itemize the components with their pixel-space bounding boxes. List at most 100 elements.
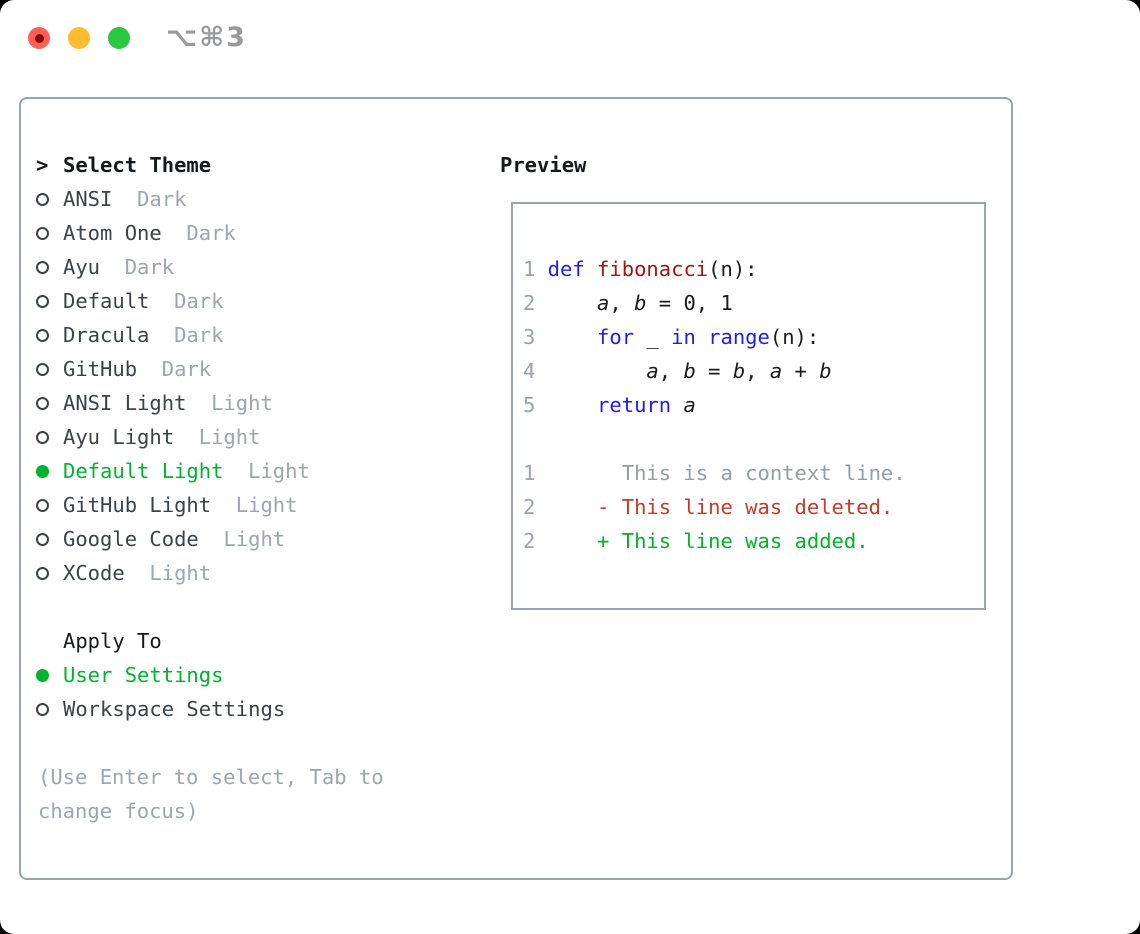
line-number: 1 <box>523 257 536 281</box>
theme-variant-tag: Dark <box>186 221 236 245</box>
zoom-button[interactable] <box>108 27 130 49</box>
theme-item-ayu[interactable]: Ayu Dark <box>36 250 310 284</box>
code-token: , <box>658 359 684 383</box>
option-label: Ayu <box>63 255 101 279</box>
option-label: GitHub Light <box>63 493 212 517</box>
code-line: 5 return a <box>523 388 976 422</box>
code-token <box>548 393 597 417</box>
theme-list-title: Select Theme <box>63 153 212 177</box>
theme-list-header: > Select Theme <box>36 148 310 182</box>
option-label: ANSI Light <box>63 391 187 415</box>
window-shortcut-label: ⌥⌘3 <box>166 22 247 53</box>
theme-variant-tag: Dark <box>161 357 212 381</box>
theme-variant-tag: Dark <box>124 255 175 279</box>
code-token: - This line was deleted. <box>547 495 894 519</box>
code-token: def <box>547 257 585 281</box>
option-label: Dracula <box>63 323 150 347</box>
radio-unselected-icon <box>36 702 49 716</box>
theme-variant-tag: Light <box>198 425 261 449</box>
code-token: in <box>671 325 696 349</box>
option-label: Default <box>63 289 150 313</box>
line-number: 3 <box>523 325 536 349</box>
theme-item-atom-one[interactable]: Atom One Dark <box>36 216 310 250</box>
radio-unselected-icon <box>36 226 49 240</box>
code-token: range <box>708 325 770 349</box>
option-label: ANSI <box>63 187 113 211</box>
radio-unselected-icon <box>36 498 49 512</box>
option-label: User Settings <box>63 663 224 687</box>
theme-item-github-light[interactable]: GitHub Light Light <box>36 488 310 522</box>
radio-unselected-icon <box>36 192 49 206</box>
line-number: 2 <box>523 291 536 315</box>
code-token: return <box>597 393 672 417</box>
radio-selected-icon <box>36 668 49 682</box>
line-number: 2 <box>523 495 536 519</box>
theme-item-google-code[interactable]: Google Code Light <box>36 522 310 556</box>
code-line: 2 - This line was deleted. <box>523 490 976 524</box>
code-token <box>671 393 683 417</box>
line-number: 2 <box>523 529 536 553</box>
theme-item-ansi-light[interactable]: ANSI Light Light <box>36 386 310 420</box>
theme-variant-tag: Light <box>211 391 273 415</box>
theme-item-default-light[interactable]: Default Light Light <box>36 454 310 488</box>
theme-variant-tag: Light <box>248 459 310 483</box>
code-token: = 0, 1 <box>646 291 733 315</box>
option-label: Default Light <box>63 459 224 483</box>
radio-selected-icon <box>36 464 49 478</box>
theme-item-ansi[interactable]: ANSI Dark <box>36 182 310 216</box>
code-line <box>523 422 976 456</box>
line-number: 5 <box>523 393 536 417</box>
theme-variant-tag: Light <box>235 493 298 517</box>
code-token: for <box>597 325 635 349</box>
radio-unselected-icon <box>36 328 49 342</box>
code-token: , <box>745 359 770 383</box>
theme-item-dracula[interactable]: Dracula Dark <box>36 318 310 352</box>
option-label: Atom One <box>63 221 162 245</box>
code-token: (n): <box>708 257 758 281</box>
code-token: This is a context line. <box>547 461 906 485</box>
apply-to-header: Apply To <box>36 624 285 658</box>
code-token: a <box>597 291 610 315</box>
minimize-button[interactable] <box>68 27 90 49</box>
traffic-lights <box>28 27 130 49</box>
code-token: = <box>695 359 733 383</box>
apply-option-workspace-settings[interactable]: Workspace Settings <box>36 692 285 726</box>
option-label: Google Code <box>63 527 199 551</box>
theme-variant-tag: Light <box>149 561 212 585</box>
radio-unselected-icon <box>36 430 49 444</box>
apply-option-user-settings[interactable]: User Settings <box>36 658 285 692</box>
code-line: 1 This is a context line. <box>523 456 976 490</box>
theme-item-xcode[interactable]: XCode Light <box>36 556 310 590</box>
close-button[interactable] <box>28 27 50 49</box>
code-token <box>585 257 597 281</box>
radio-unselected-icon <box>36 566 49 580</box>
theme-variant-tag: Light <box>223 527 286 551</box>
theme-item-github[interactable]: GitHub Dark <box>36 352 310 386</box>
code-token: + This line was added. <box>547 529 869 553</box>
help-text: (Use Enter to select, Tab to change focu… <box>38 765 384 823</box>
theme-variant-tag: Dark <box>174 323 224 347</box>
code-line: 4 a, b = b, a + b <box>523 354 976 388</box>
code-token: a <box>683 393 696 417</box>
option-label: XCode <box>63 561 125 585</box>
option-label: Workspace Settings <box>63 697 286 721</box>
code-token: (n): <box>769 325 820 349</box>
code-token: b <box>683 359 696 383</box>
theme-variant-tag: Dark <box>137 187 187 211</box>
code-token <box>548 325 597 349</box>
code-line: 2 + This line was added. <box>523 524 976 558</box>
code-token <box>548 359 647 383</box>
code-token: a <box>769 359 783 383</box>
code-line: 2 a, b = 0, 1 <box>523 286 976 320</box>
code-token: _ <box>634 325 672 349</box>
code-token: b <box>732 359 746 383</box>
option-label: GitHub <box>63 357 138 381</box>
preview-title: Preview <box>500 153 587 177</box>
